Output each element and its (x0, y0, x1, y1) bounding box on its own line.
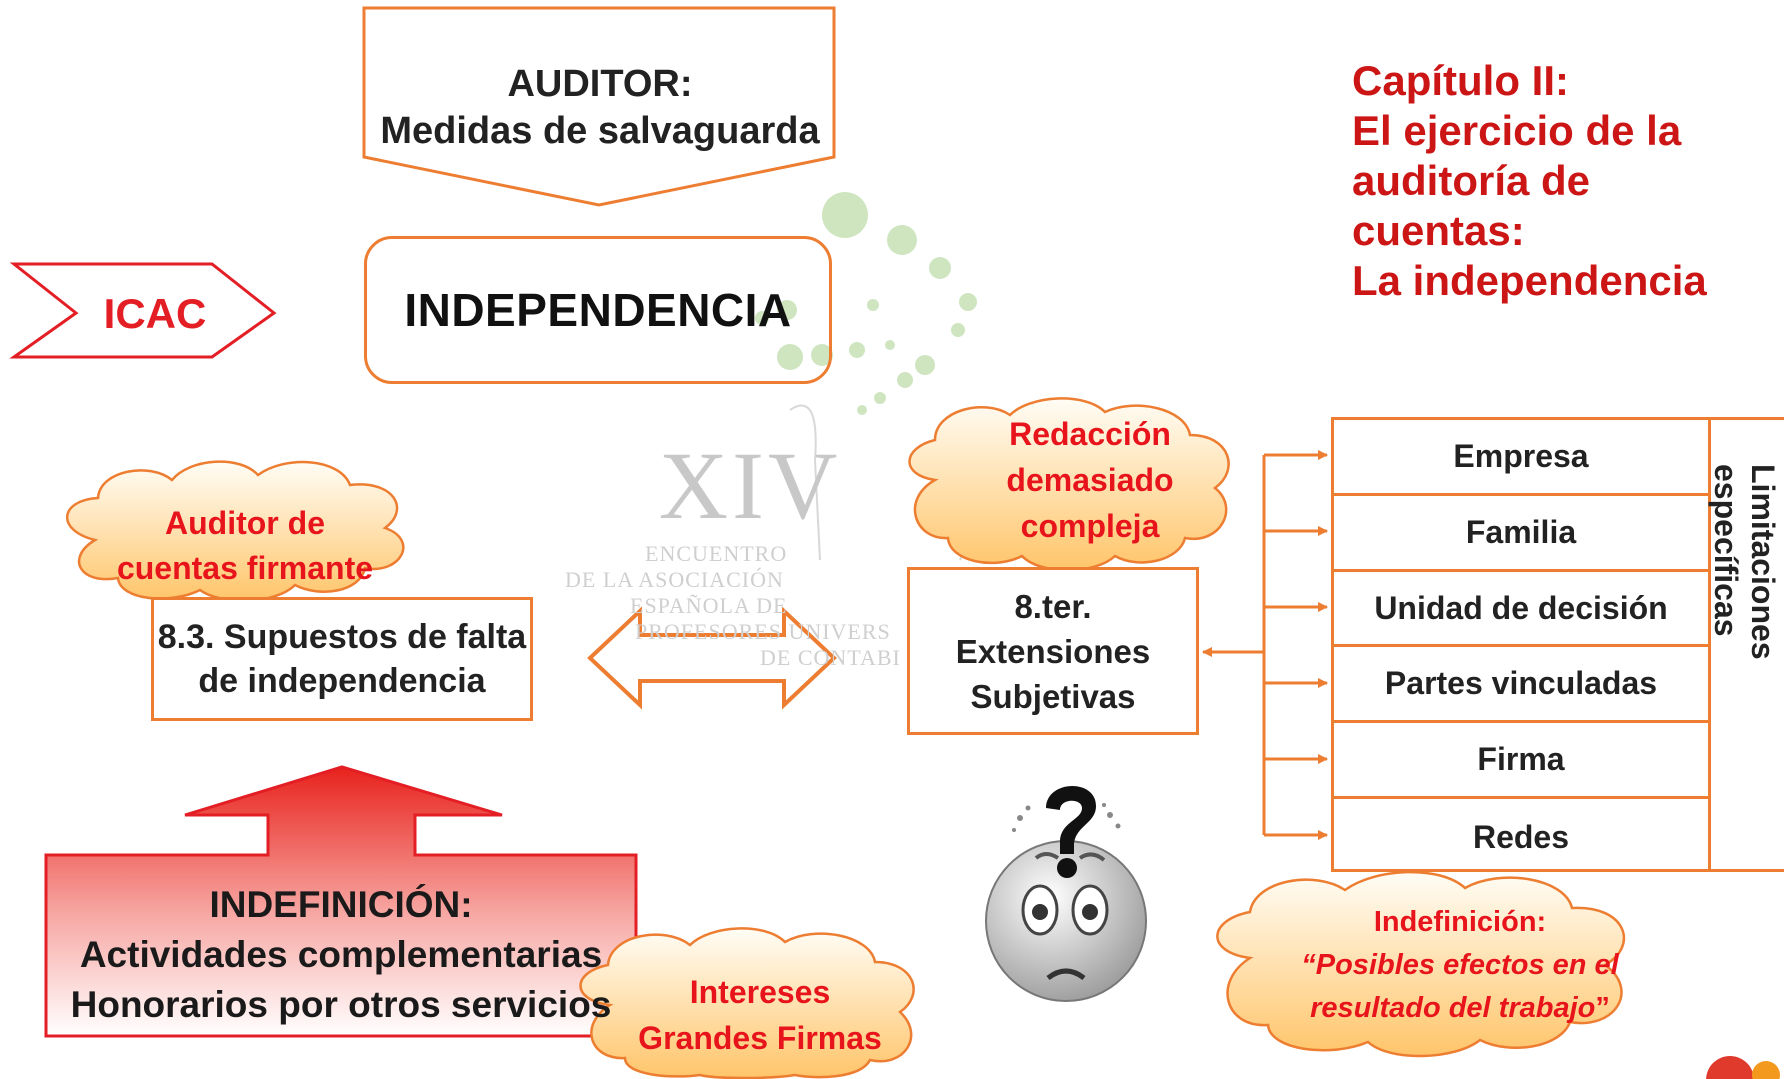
watermark: XIV ENCUENTRO DE LA ASOCIACIÓN ESPAÑOLA … (560, 430, 940, 671)
limitation-item-redes: Redes (1472, 818, 1570, 855)
limitation-item-firma: Firma (1334, 723, 1708, 800)
chapter-line: El ejercicio de la (1352, 107, 1682, 154)
cloud-line: Indefinición: (1373, 905, 1547, 938)
indefinicion-text: INDEFINICIÓN: Actividades complementaria… (46, 875, 636, 1035)
corner-logo-dot (1752, 1061, 1780, 1079)
corner-logo-icon (1706, 1056, 1754, 1079)
indefinicion-line: Honorarios por otros servicios (70, 984, 612, 1025)
auditor-title: AUDITOR: (507, 63, 693, 105)
chapter-title: Capítulo II: El ejercicio de la auditorí… (1352, 56, 1772, 306)
cloud-auditor-firmante-text: Auditor de cuentas firmante (110, 498, 380, 594)
cloud-intereses-text: Intereses Grandes Firmas (620, 965, 900, 1065)
cloud-line: compleja (1020, 508, 1160, 544)
connector-lines (1202, 450, 1328, 840)
independencia-label: INDEPENDENCIA (404, 284, 792, 336)
watermark-dots (755, 192, 977, 415)
indefinicion-arrow-box (44, 765, 638, 1038)
limitations-side-panel (1711, 417, 1784, 872)
chapter-line: La independencia (1352, 257, 1707, 304)
cloud-redaccion (908, 397, 1230, 572)
confused-face-icon (985, 785, 1147, 1002)
box-8ter-line: Subjetivas (970, 677, 1136, 715)
box-83-line: de independencia (198, 662, 486, 700)
cloud-line: Posibles efectos en el (1315, 948, 1619, 981)
cloud-line: resultado del trabajo (1310, 991, 1596, 1024)
icac-chevron (9, 262, 277, 359)
box-8ter-line: Extensiones (955, 632, 1151, 670)
watermark-line: DE CONTABI (760, 645, 901, 670)
chapter-line: Capítulo II: (1352, 57, 1569, 104)
limitation-item-familia: Familia (1334, 496, 1708, 572)
indefinicion-line: Actividades complementarias (79, 934, 603, 975)
box-83-line: 8.3. Supuestos de falta (157, 618, 527, 656)
limitations-side-label: Limitaciones específicas (1708, 464, 1781, 660)
limitations-table: Empresa Familia Unidad de decisión Parte… (1331, 417, 1711, 872)
cloud-line: cuentas firmante (116, 550, 374, 586)
double-arrow (587, 606, 837, 710)
box-supuestos-falta-independencia: 8.3. Supuestos de falta de independencia (151, 597, 533, 721)
cloud-redaccion-text: Redacción demasiado compleja (960, 410, 1220, 550)
auditor-pentagon (362, 6, 836, 207)
cloud-line: Redacción (1009, 416, 1171, 452)
cloud-line: Grandes Firmas (638, 1020, 882, 1056)
box-extensiones-subjetivas: 8.ter. Extensiones Subjetivas (907, 567, 1199, 735)
limitation-item-unidad-decision: Unidad de decisión (1334, 572, 1708, 648)
box-8ter-line: 8.ter. (1014, 587, 1092, 625)
watermark-line: ENCUENTRO (645, 541, 788, 566)
cloud-line: Auditor de (165, 505, 325, 541)
cloud-line: Intereses (689, 974, 831, 1010)
cloud-indefinicion (1216, 870, 1626, 1058)
cloud-indefinicion-text: Indefinición: “Posibles efectos en el re… (1270, 905, 1650, 1025)
auditor-label: AUDITOR: Medidas de salvaguarda (365, 48, 835, 168)
watermark-line: ESPAÑOLA DE (630, 593, 788, 618)
independencia-box: INDEPENDENCIA (364, 236, 832, 384)
chapter-line: auditoría de cuentas: (1352, 157, 1591, 254)
auditor-subtitle: Medidas de salvaguarda (380, 110, 820, 152)
cloud-quote: “Posibles efectos en el (1301, 948, 1619, 981)
cloud-quote: resultado del trabajo” (1310, 991, 1610, 1024)
watermark-numeral: XIV (658, 432, 842, 539)
limitation-item-empresa: Empresa (1334, 420, 1708, 496)
cloud-intereses (579, 927, 915, 1079)
watermark-line: DE LA ASOCIACIÓN (565, 567, 784, 592)
cloud-line: demasiado (1006, 462, 1174, 498)
indefinicion-title: INDEFINICIÓN: (209, 884, 473, 925)
limitation-item-partes-vinculadas: Partes vinculadas (1334, 647, 1708, 724)
icac-label: ICAC (103, 290, 207, 337)
watermark-line: PROFESORES UNIVERS (635, 619, 891, 644)
